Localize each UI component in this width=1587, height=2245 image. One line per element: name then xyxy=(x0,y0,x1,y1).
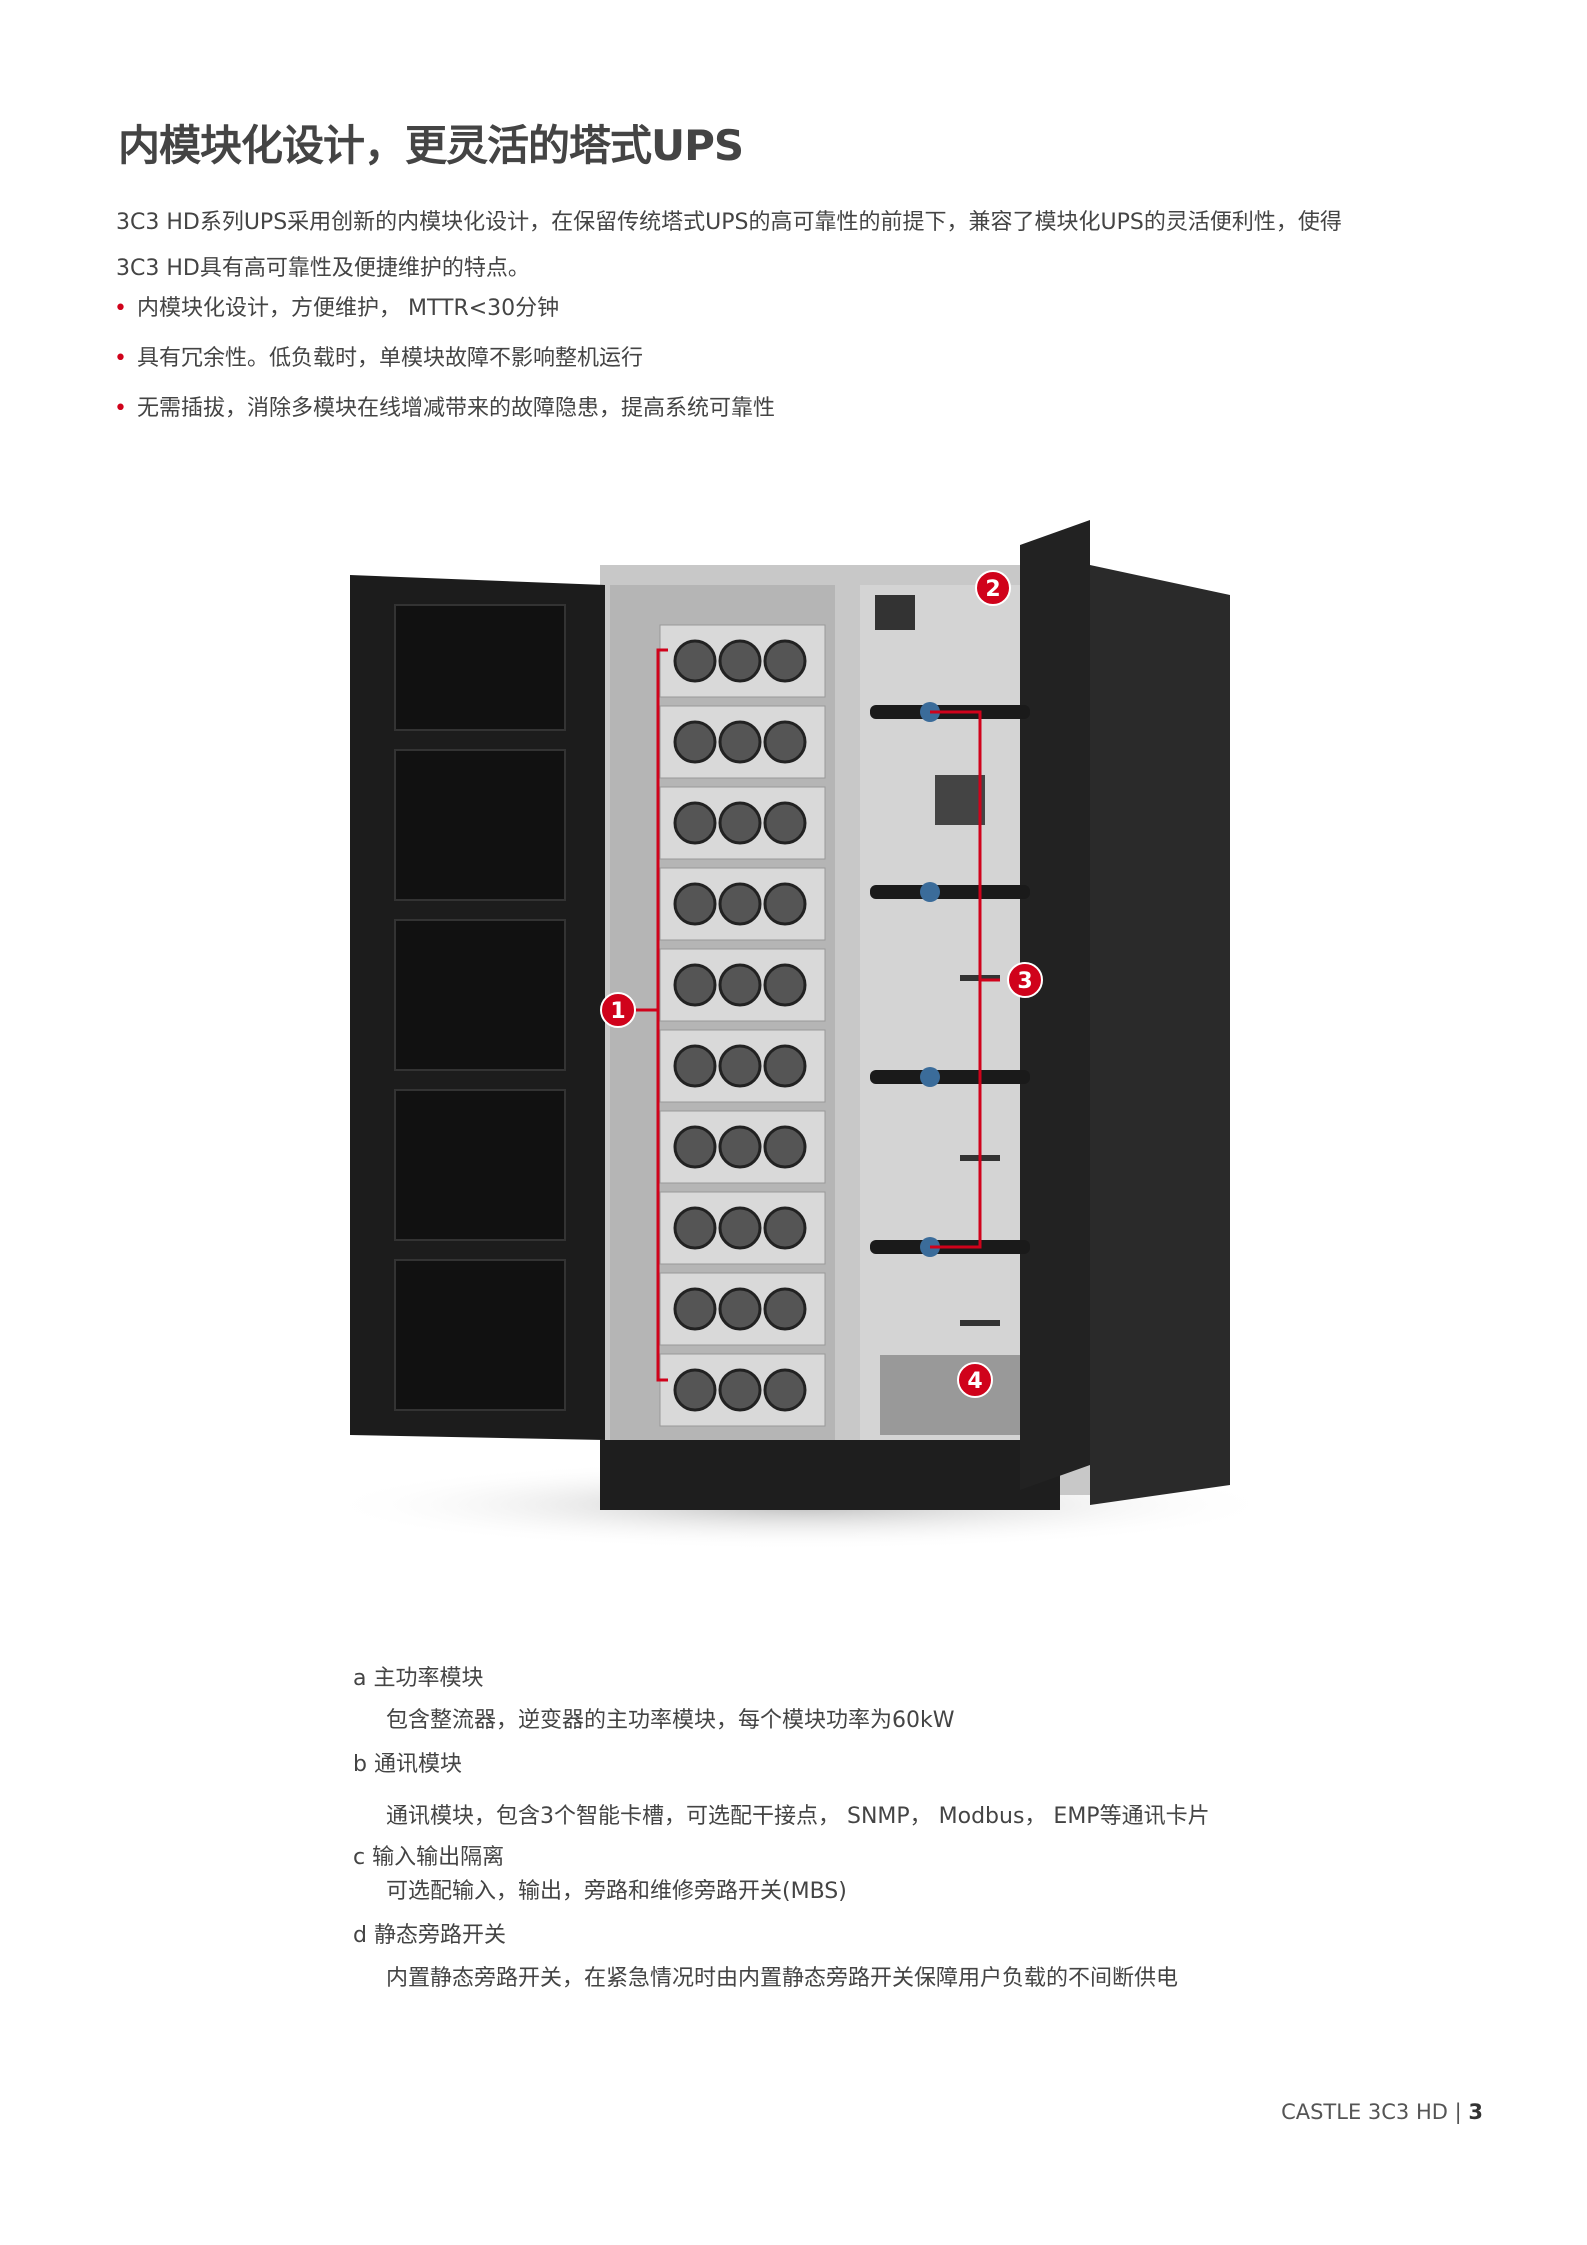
fan-icon xyxy=(673,1206,717,1250)
page-number: 3 xyxy=(1468,2100,1483,2124)
fan-icon xyxy=(673,963,717,1007)
fan-icon xyxy=(673,1287,717,1331)
svg-text:3: 3 xyxy=(1017,969,1032,994)
bullet-dot-icon: • xyxy=(114,396,127,421)
svg-text:4: 4 xyxy=(967,1369,982,1394)
legend-text-c: 可选配输入，输出，旁路和维修旁路开关(MBS) xyxy=(386,1879,847,1904)
ups-cabinet-image: 1 2 3 4 xyxy=(300,505,1300,1559)
legend-text-d: 内置静态旁路开关，在紧急情况时由内置静态旁路开关保障用户负载的不间断供电 xyxy=(386,1966,1179,1991)
fan-icon xyxy=(673,882,717,926)
fan-icon xyxy=(718,1287,762,1331)
fan-icon xyxy=(763,1044,807,1088)
svg-text:2: 2 xyxy=(985,577,1000,602)
fan-icon xyxy=(718,1206,762,1250)
fan-icon xyxy=(763,882,807,926)
fan-icon xyxy=(763,963,807,1007)
intro-line-1: 3C3 HD系列UPS采用创新的内模块化设计，在保留传统塔式UPS的高可靠性的前… xyxy=(116,210,1342,235)
fan-icon xyxy=(763,720,807,764)
page-title: 内模块化设计，更灵活的塔式UPS xyxy=(118,121,744,170)
bullet-item: • 内模块化设计，方便维护， MTTR<30分钟 xyxy=(114,290,559,322)
fan-icon xyxy=(718,882,762,926)
legend-text-b: 通讯模块，包含3个智能卡槽，可选配干接点， SNMP， Modbus， EMP等… xyxy=(386,1804,1210,1829)
fan-icon xyxy=(673,639,717,683)
fan-icon xyxy=(718,639,762,683)
legend-heading-a: a 主功率模块 xyxy=(353,1666,484,1691)
bullet-item: • 具有冗余性。低负载时，单模块故障不影响整机运行 xyxy=(114,340,643,372)
callout-3-icon: 3 xyxy=(1007,962,1043,998)
bullet-text: 内模块化设计，方便维护， MTTR<30分钟 xyxy=(136,296,560,321)
legend-heading-d: d 静态旁路开关 xyxy=(353,1923,506,1948)
intro-line-2: 3C3 HD具有高可靠性及便捷维护的特点。 xyxy=(116,256,530,281)
fan-icon xyxy=(673,801,717,845)
page-footer: CASTLE 3C3 HD | 3 xyxy=(1281,2100,1483,2124)
fan-icon xyxy=(763,801,807,845)
legend-heading-c: c 输入输出隔离 xyxy=(353,1845,505,1870)
footer-brand: CASTLE 3C3 HD xyxy=(1281,2100,1448,2124)
fan-icon xyxy=(718,801,762,845)
callout-1-icon: 1 xyxy=(600,992,636,1028)
fan-icon xyxy=(763,1125,807,1169)
svg-text:1: 1 xyxy=(610,999,625,1024)
fan-icon xyxy=(763,639,807,683)
bullet-text: 无需插拔，消除多模块在线增减带来的故障隐患，提高系统可靠性 xyxy=(136,396,775,421)
fan-icon xyxy=(718,1044,762,1088)
fan-icon xyxy=(718,1368,762,1412)
fan-icon xyxy=(673,1125,717,1169)
legend-text-a: 包含整流器，逆变器的主功率模块，每个模块功率为60kW xyxy=(386,1708,955,1733)
fan-icon xyxy=(763,1206,807,1250)
legend-heading-b: b 通讯模块 xyxy=(353,1752,462,1777)
fan-icon xyxy=(673,1368,717,1412)
footer-separator: | xyxy=(1454,2100,1462,2124)
fan-icon xyxy=(763,1287,807,1331)
callout-2-icon: 2 xyxy=(975,570,1011,606)
callout-4-icon: 4 xyxy=(957,1362,993,1398)
fan-icon xyxy=(718,1125,762,1169)
bullet-dot-icon: • xyxy=(114,346,127,371)
fan-icon xyxy=(718,720,762,764)
fan-icon xyxy=(673,720,717,764)
bullet-dot-icon: • xyxy=(114,296,127,321)
bullet-text: 具有冗余性。低负载时，单模块故障不影响整机运行 xyxy=(136,346,643,371)
bullet-item: • 无需插拔，消除多模块在线增减带来的故障隐患，提高系统可靠性 xyxy=(114,390,775,422)
fan-icon xyxy=(673,1044,717,1088)
fan-icon xyxy=(718,963,762,1007)
fan-icon xyxy=(763,1368,807,1412)
